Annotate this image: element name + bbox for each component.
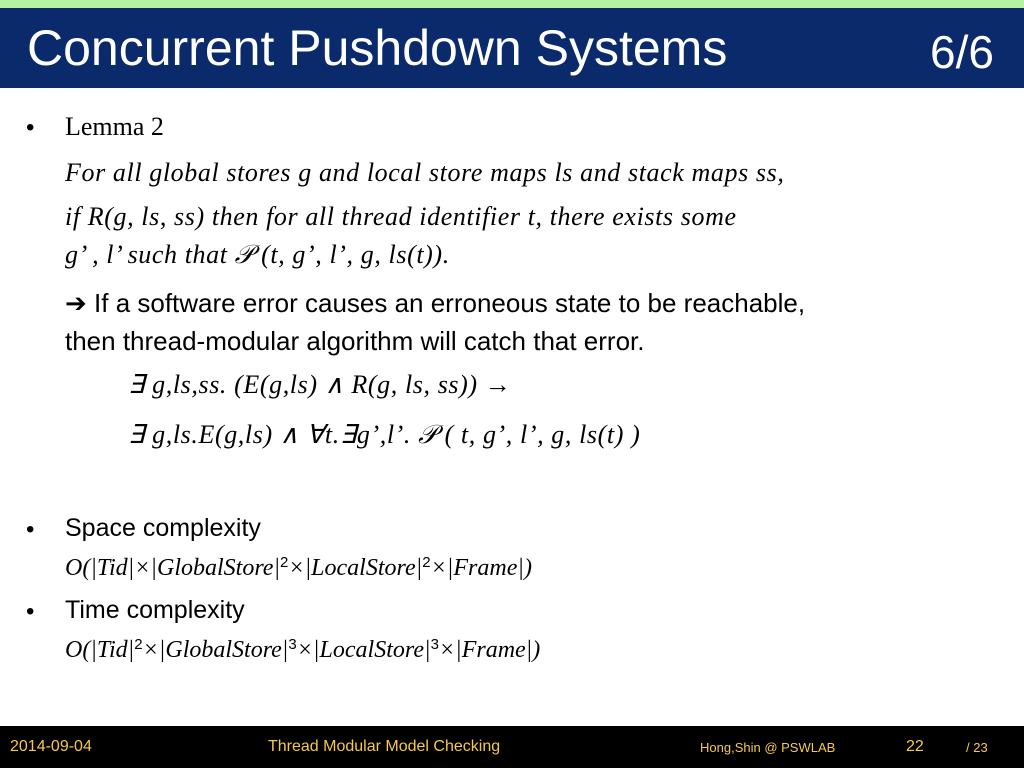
footer-talk-title: Thread Modular Model Checking xyxy=(268,738,501,755)
space-complexity-label: Space complexity xyxy=(65,514,261,542)
slide-title: Concurrent Pushdown Systems xyxy=(27,20,728,76)
slide-part-number: 6/6 xyxy=(930,26,994,78)
footer-author: Hong,Shin @ PSWLAB xyxy=(700,740,836,755)
footer-page-number: 22 xyxy=(906,738,924,755)
lemma-line-1: For all global stores g and local store … xyxy=(65,158,785,187)
bullet-time: • xyxy=(26,598,35,625)
formula-line-2: ∃ g,ls.E(g,ls) ∧ ∀t.∃g’,l’. 𝒫 ( t, g’, l… xyxy=(128,420,641,449)
lemma-line-3: g’ , l’ such that 𝒫 (t, g’, l’, g, ls(t)… xyxy=(65,240,450,269)
lemma-title: Lemma 2 xyxy=(65,112,164,141)
top-accent-strip xyxy=(0,0,1024,8)
space-complexity-formula: O(|Tid|×|GlobalStore|2×|LocalStore|2×|Fr… xyxy=(65,554,532,581)
lemma-line-2: if R(g, ls, ss) then for all thread iden… xyxy=(65,202,737,231)
slide-content: • Lemma 2 For all global stores g and lo… xyxy=(0,100,1024,720)
footer-page-total: / 23 xyxy=(966,740,988,755)
right-arrow-icon: ➔ xyxy=(65,288,87,318)
bullet-space: • xyxy=(26,516,35,543)
formula-line-1: ∃ g,ls,ss. (E(g,ls) ∧ R(g, ls, ss)) → xyxy=(128,370,512,399)
footer-date: 2014-09-04 xyxy=(10,738,92,755)
slide-header: Concurrent Pushdown Systems 6/6 xyxy=(0,8,1024,88)
lemma-desc-text-1: If a software error causes an erroneous … xyxy=(86,288,806,318)
bullet-lemma: • xyxy=(26,114,35,141)
time-complexity-label: Time complexity xyxy=(65,596,245,624)
lemma-desc-line-1: ➔ If a software error causes an erroneou… xyxy=(65,288,805,319)
slide-footer: 2014-09-04 Thread Modular Model Checking… xyxy=(0,726,1024,768)
lemma-desc-line-2: then thread-modular algorithm will catch… xyxy=(65,326,645,356)
time-complexity-formula: O(|Tid|2×|GlobalStore|3×|LocalStore|3×|F… xyxy=(65,636,541,663)
